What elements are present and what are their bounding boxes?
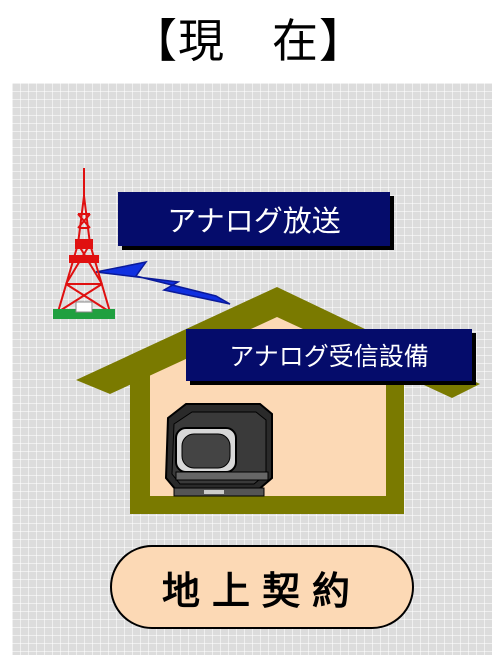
house-walls <box>130 360 404 514</box>
house-roof <box>76 287 480 398</box>
house-icon <box>76 287 480 514</box>
analog-broadcast-label: アナログ放送 <box>118 192 390 246</box>
broadcast-tower-icon <box>53 168 115 319</box>
terrestrial-contract-badge: 地上契約 <box>110 545 414 629</box>
crt-television-icon <box>164 403 273 497</box>
page-title: 【現 在】 <box>131 14 366 68</box>
lightning-signal-icon <box>95 260 231 305</box>
analog-receiver-label: アナログ受信設備 <box>186 329 472 381</box>
